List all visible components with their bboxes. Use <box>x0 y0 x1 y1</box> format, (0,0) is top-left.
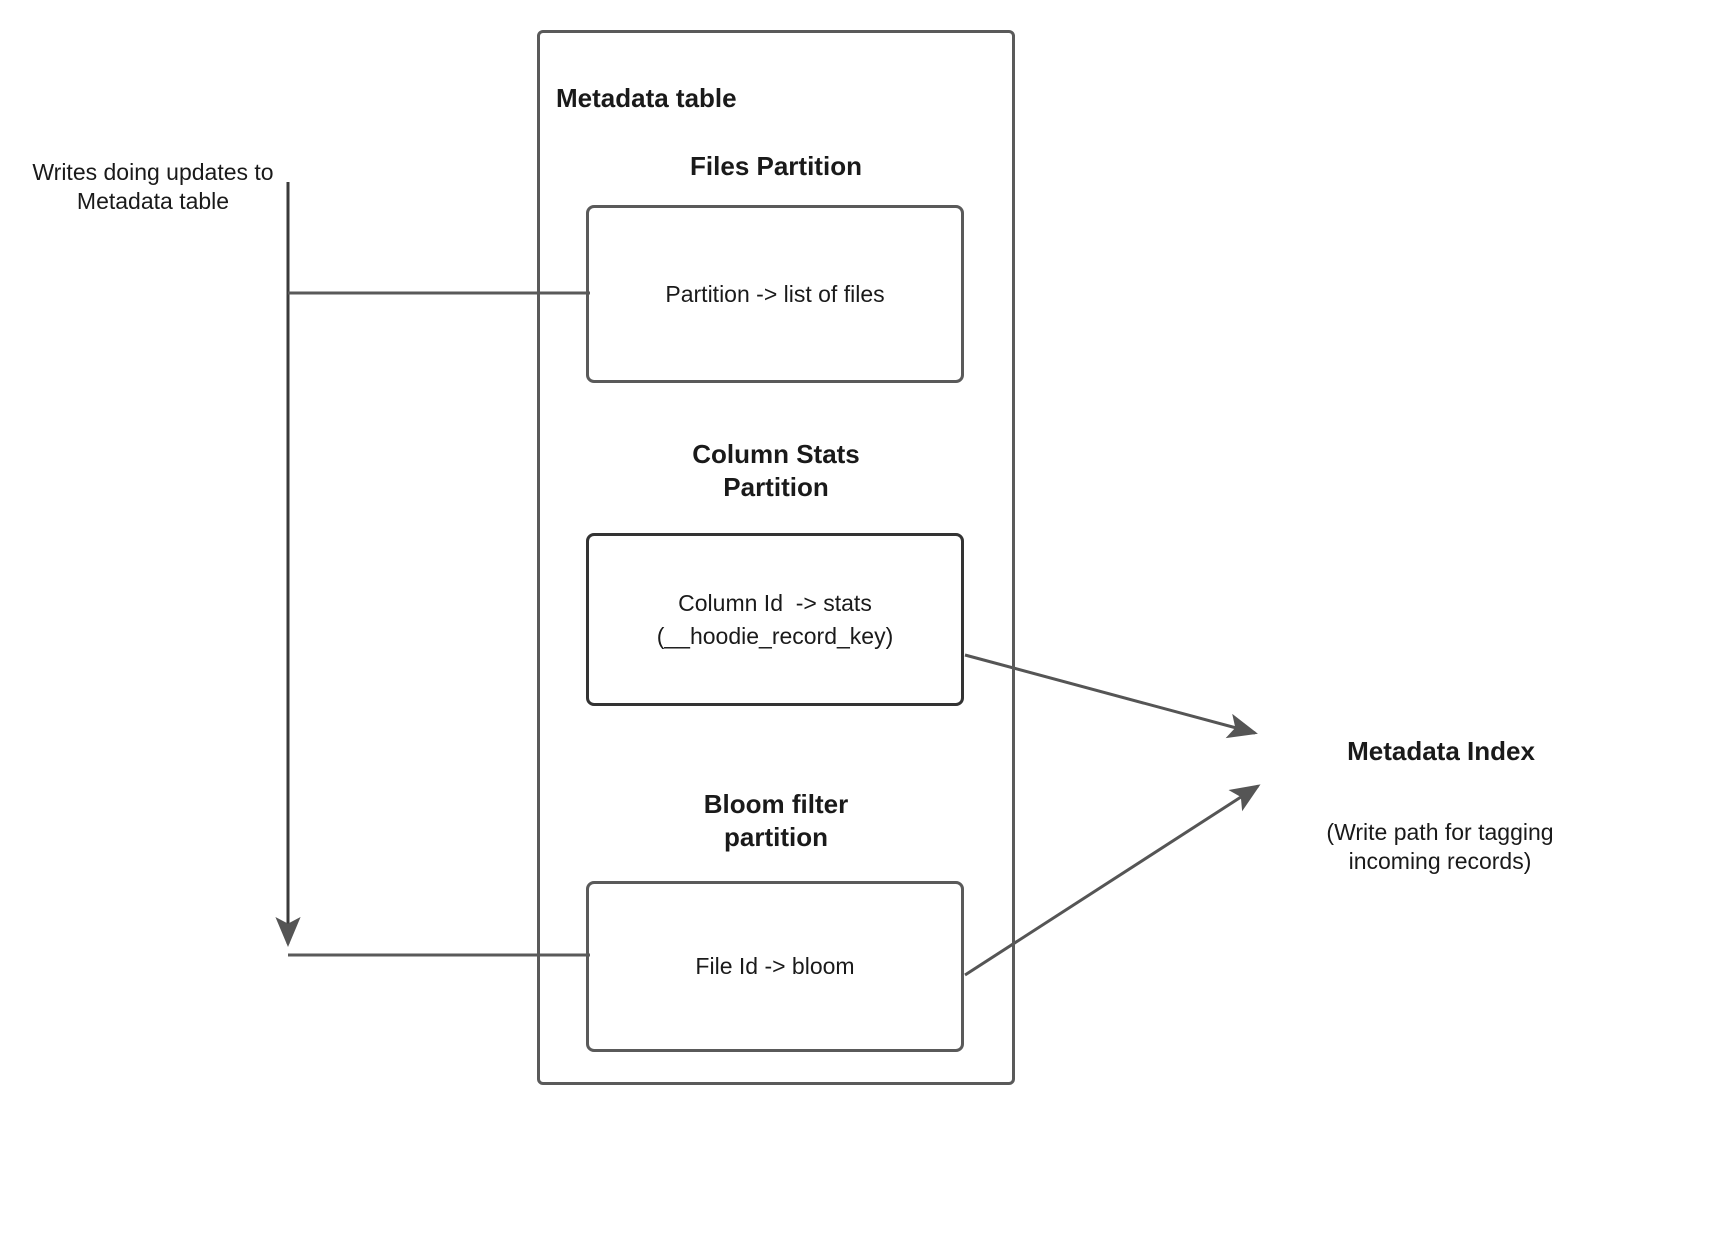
metadata-index-note: (Write path for tagging incoming records… <box>1326 819 1560 875</box>
bloom-filter-partition-box-label: File Id -> bloom <box>695 953 855 980</box>
bloom-filter-partition-box: File Id -> bloom <box>586 881 964 1052</box>
bloom-filter-partition-heading: Bloom filter partition <box>703 789 849 853</box>
metadata-index-title: Metadata Index <box>1347 736 1535 766</box>
column-stats-partition-box: Column Id -> stats (__hoodie_record_key) <box>586 533 964 706</box>
metadata-table-container <box>537 30 1015 1085</box>
writes-annotation-label: Writes doing updates to Metadata table <box>32 159 280 215</box>
files-partition-heading: Files Partition <box>690 151 862 181</box>
files-partition-box-label: Partition -> list of files <box>665 280 885 307</box>
column-stats-partition-box-label: Column Id -> stats (__hoodie_record_key) <box>656 589 894 649</box>
column-stats-partition-heading: Column Stats Partition <box>692 439 860 503</box>
metadata-table-title: Metadata table <box>556 83 737 113</box>
files-partition-box: Partition -> list of files <box>586 205 964 383</box>
